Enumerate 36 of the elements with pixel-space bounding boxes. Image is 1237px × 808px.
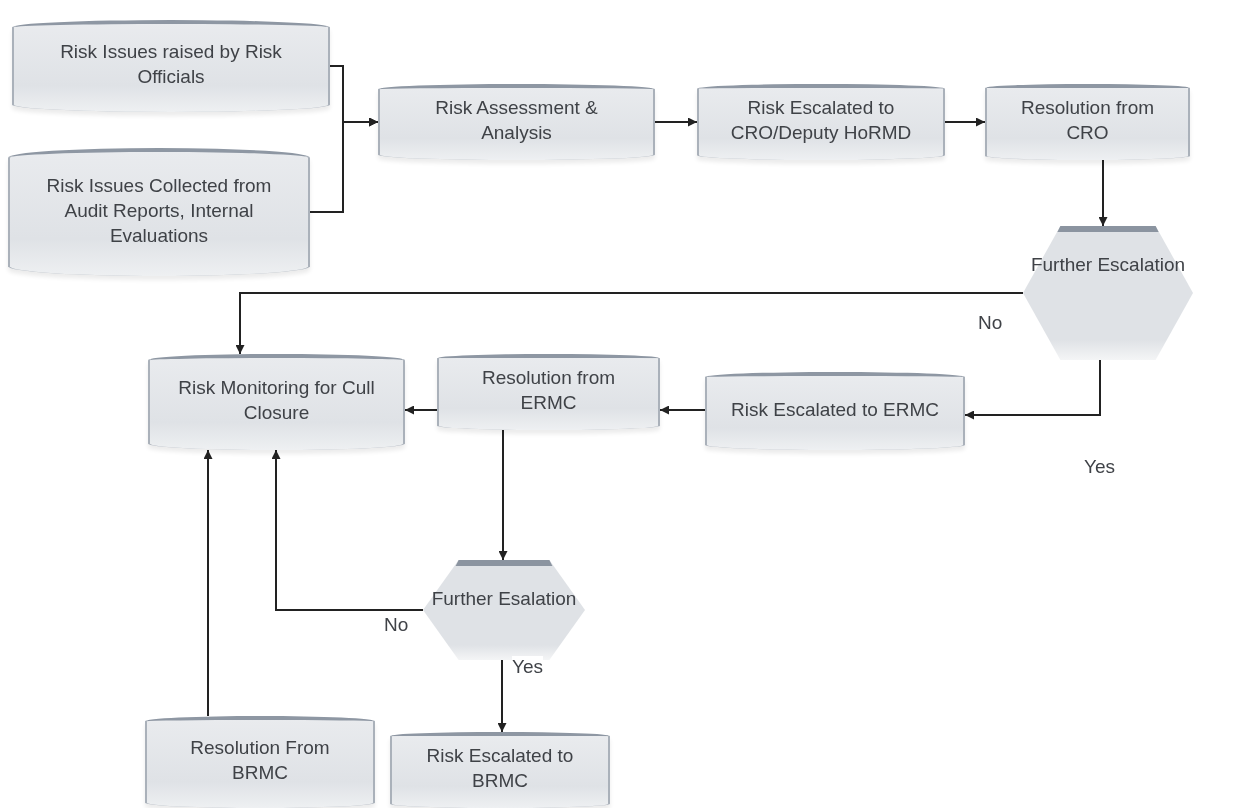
node-label: Risk Issues raised by Risk Officials <box>59 40 283 89</box>
node-label: Risk Monitoring for Cull Closure <box>177 376 376 425</box>
connector-arrow <box>309 117 379 213</box>
process-pill <box>12 20 330 112</box>
connector-arrow <box>404 405 438 415</box>
node-label: Risk Escalated to CRO/Deputy HoRMD <box>729 96 913 145</box>
process-pill <box>148 354 405 450</box>
connector-arrow <box>271 449 424 611</box>
decision-hexagon <box>1023 226 1193 360</box>
process-pill <box>390 732 610 808</box>
node-label: Risk Issues Collected from Audit Reports, Internal Evaluations <box>45 173 273 248</box>
node-label: Further Escalation <box>1030 253 1186 277</box>
decision-hexagon <box>423 560 585 660</box>
process-pill <box>705 372 965 450</box>
connector-arrow <box>235 292 1024 355</box>
process-pill <box>145 716 375 808</box>
node-label: Risk Escalated to BRMC <box>425 744 575 793</box>
node-label: Risk Assessment & Analysis <box>434 96 599 145</box>
node-label: Risk Escalated to ERMC <box>731 397 939 422</box>
node-label: Resolution From BRMC <box>189 736 331 785</box>
connector-arrow <box>654 117 698 127</box>
process-pill <box>437 354 660 430</box>
connector-arrow <box>497 659 507 733</box>
connector-arrow <box>1098 159 1108 227</box>
connector-arrow <box>659 405 706 415</box>
connector-arrow <box>203 449 213 717</box>
process-pill <box>697 84 945 160</box>
process-pill <box>378 84 655 160</box>
process-pill <box>985 84 1190 160</box>
node-label: Resolution from ERMC <box>480 366 617 415</box>
connector-arrow <box>498 429 508 561</box>
process-pill <box>8 148 310 276</box>
connector-arrow <box>944 117 986 127</box>
node-label: Further Esalation <box>431 587 577 611</box>
node-label: Resolution from CRO <box>1019 96 1156 145</box>
connector-arrow <box>964 359 1101 420</box>
